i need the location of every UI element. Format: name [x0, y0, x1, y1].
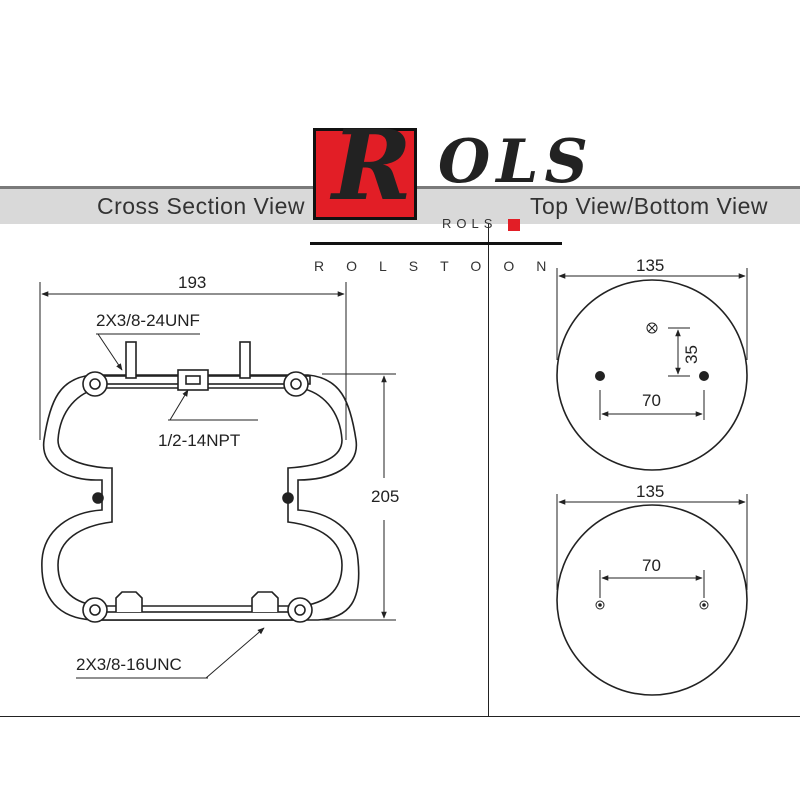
width-dimension-label: 193	[178, 273, 206, 292]
top-spacing-label: 70	[642, 391, 661, 410]
logo-tagline: ROLSTOON	[314, 258, 569, 274]
inlet-label: 1/2-14NPT	[158, 431, 240, 450]
bottom-nut-hole-right	[699, 600, 709, 610]
bottom-view	[556, 494, 748, 696]
top-stud-hole-right	[699, 371, 709, 381]
logo-mark-letter: R	[332, 109, 412, 222]
bottom-frame-line	[0, 716, 800, 717]
brand-logo: R OLS ROLS ROLSTOON	[310, 118, 588, 276]
logo-small-text: ROLS	[442, 216, 498, 231]
top-view	[556, 268, 748, 471]
inlet-leader	[168, 389, 258, 421]
top-stud-hole-left	[595, 371, 605, 381]
top-diameter-label: 135	[636, 256, 664, 275]
top-offset-label: 35	[682, 345, 701, 364]
bottom-thread-label: 2X3/8-16UNC	[76, 655, 182, 674]
air-spring-cross-section	[41, 341, 360, 623]
top-thread-label: 2X3/8-24UNF	[96, 311, 200, 330]
bottom-spacing-label: 70	[642, 556, 661, 575]
bottom-nut-hole-left	[595, 600, 605, 610]
width-dimension	[39, 282, 347, 440]
cross-section-title: Cross Section View	[97, 193, 305, 219]
bottom-thread-leader	[76, 627, 265, 679]
logo-red-box	[313, 128, 417, 220]
top-thread-leader	[96, 333, 200, 371]
height-dimension	[322, 373, 396, 621]
vertical-divider	[488, 224, 489, 716]
top-bottom-view-title: Top View/Bottom View	[530, 193, 768, 219]
inlet-symbol	[646, 322, 658, 334]
height-dimension-label: 205	[371, 487, 399, 506]
logo-red-square	[508, 219, 520, 231]
logo-mark-rest: OLS	[438, 127, 594, 197]
logo-rule	[310, 242, 562, 245]
bottom-diameter-label: 135	[636, 482, 664, 501]
